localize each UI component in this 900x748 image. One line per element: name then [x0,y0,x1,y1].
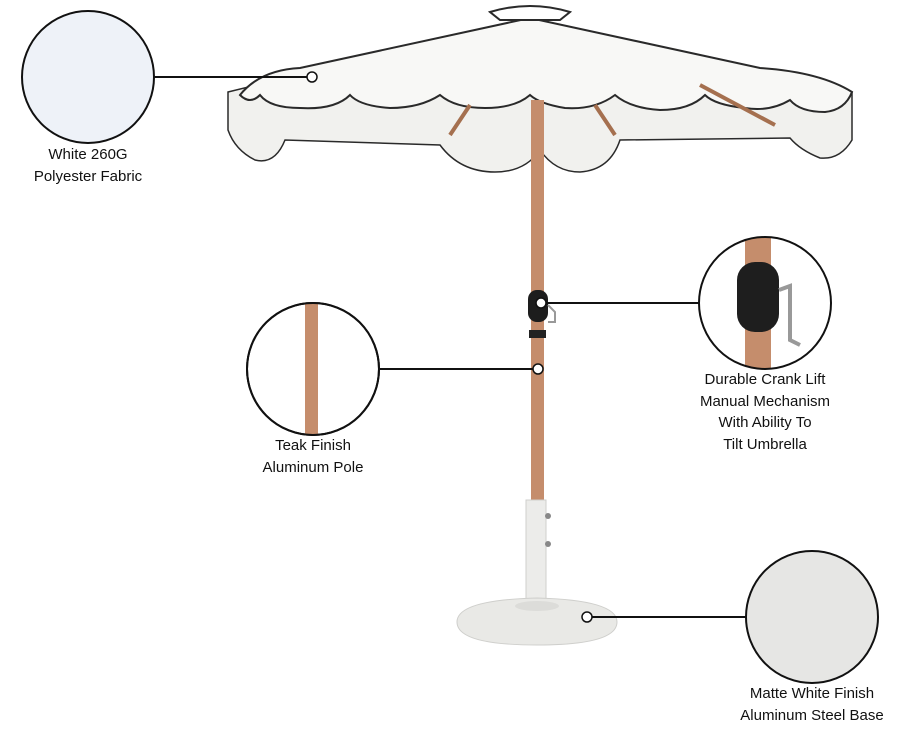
base-label: Matte White Finish Aluminum Steel Base [702,683,900,726]
fabric-label: White 260G Polyester Fabric [0,144,198,187]
callout-fabric [21,10,318,144]
callout-dot [306,71,318,83]
label-line: Durable Crank Lift [704,371,826,388]
pole-label: Teak Finish Aluminum Pole [203,435,423,478]
label-line: Tilt Umbrella [723,435,807,453]
umbrella-base [456,499,618,646]
callout-dot [581,611,593,623]
label-line: Teak Finish [275,437,351,454]
label-line: Aluminum Steel Base [740,706,884,724]
label-line: Aluminum Pole [262,458,364,476]
umbrella-canopy [227,5,854,173]
label-line: Polyester Fabric [33,167,143,185]
callout-crank [535,236,832,370]
label-line: White 260G [48,146,128,163]
label-line: Manual Mechanism [699,392,831,410]
pole-collar [529,330,546,338]
callout-dot [535,297,547,309]
label-line: With Ability To [718,414,812,431]
callout-pole [246,302,544,436]
crank-label: Durable Crank Lift Manual Mechanism With… [655,369,875,455]
callout-base [581,550,879,684]
label-line: Matte White Finish [749,685,875,702]
callout-dot [532,363,544,375]
